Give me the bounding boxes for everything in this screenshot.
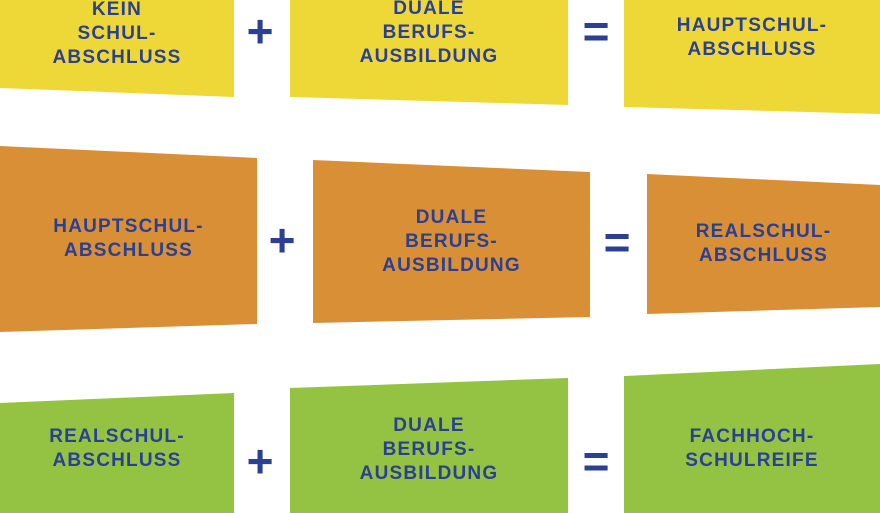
row2-equals-sign: = bbox=[603, 216, 631, 268]
row1-plus-sign: + bbox=[246, 5, 274, 57]
row2-plus-sign: + bbox=[268, 214, 296, 266]
row3-result-card: FACHHOCH- SCHULREIFE bbox=[624, 364, 880, 513]
row2-training-card: DUALE BERUFS- AUSBILDUNG bbox=[313, 160, 590, 323]
row1-start-label: KEIN SCHUL- ABSCHLUSS bbox=[52, 0, 182, 68]
row3-training-shape bbox=[290, 378, 568, 513]
row2-start-card: HAUPTSCHUL- ABSCHLUSS bbox=[0, 146, 257, 332]
row1-result-shape bbox=[624, 0, 880, 114]
row2-start-shape bbox=[0, 146, 257, 332]
row3-result-shape bbox=[624, 364, 880, 513]
row3-training-label: DUALE BERUFS- AUSBILDUNG bbox=[359, 414, 499, 484]
row2-result-label: REALSCHUL- ABSCHLUSS bbox=[695, 221, 832, 266]
row3-equals-sign: = bbox=[582, 435, 610, 487]
row2-start-label: HAUPTSCHUL- ABSCHLUSS bbox=[53, 216, 204, 261]
row1-result-card: HAUPTSCHUL- ABSCHLUSS bbox=[624, 0, 880, 114]
row2-training-shape bbox=[313, 160, 590, 323]
row1-training-shape bbox=[290, 0, 568, 105]
row1-equals-sign: = bbox=[582, 5, 610, 57]
row1-result-label: HAUPTSCHUL- ABSCHLUSS bbox=[676, 15, 828, 60]
row1-start-shape bbox=[0, 0, 234, 97]
row2-result-shape bbox=[647, 174, 880, 314]
row2-training-label: DUALE BERUFS- AUSBILDUNG bbox=[382, 206, 521, 276]
row1-start-card: KEIN SCHUL- ABSCHLUSS bbox=[0, 0, 234, 97]
row3-training-card: DUALE BERUFS- AUSBILDUNG bbox=[290, 378, 568, 513]
row3-start-card: REALSCHUL- ABSCHLUSS bbox=[0, 393, 234, 513]
row2-result-card: REALSCHUL- ABSCHLUSS bbox=[647, 174, 880, 314]
row3-plus-sign: + bbox=[246, 435, 274, 487]
row3-start-label: REALSCHUL- ABSCHLUSS bbox=[49, 426, 185, 471]
row3-result-label: FACHHOCH- SCHULREIFE bbox=[685, 425, 819, 471]
row1-training-label: DUALE BERUFS- AUSBILDUNG bbox=[359, 0, 499, 67]
row1-training-card: DUALE BERUFS- AUSBILDUNG bbox=[290, 0, 568, 105]
